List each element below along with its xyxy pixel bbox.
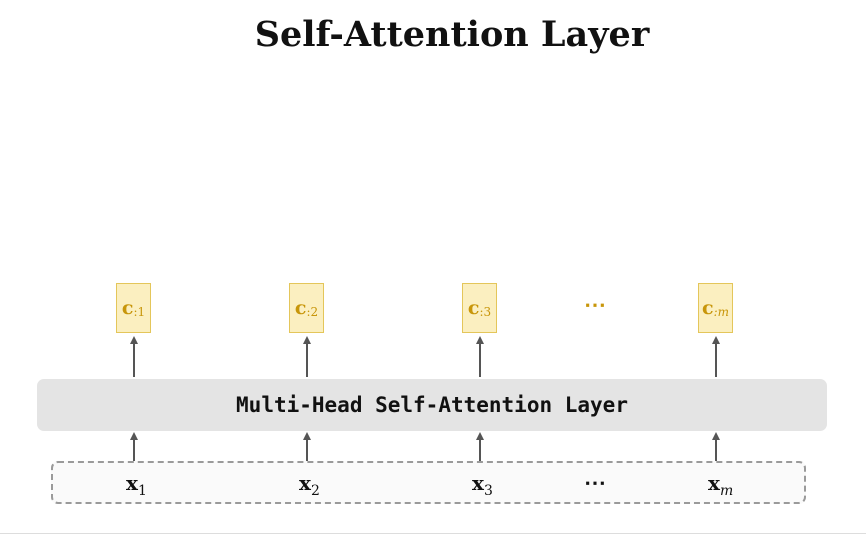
output-symbol: c bbox=[294, 297, 307, 319]
input-symbol: x bbox=[472, 471, 484, 495]
input-sequence-frame bbox=[51, 461, 806, 504]
input-symbol: x bbox=[126, 471, 138, 495]
input-subscript: 2 bbox=[310, 483, 320, 499]
output-symbol: c bbox=[121, 297, 134, 319]
input-subscript: m bbox=[719, 483, 734, 499]
output-symbol: c bbox=[702, 297, 714, 319]
output-subscript: :1 bbox=[133, 305, 146, 319]
output-subscript: :2 bbox=[306, 305, 319, 319]
multi-head-self-attention-layer: Multi-Head Self-Attention Layer bbox=[37, 379, 827, 431]
output-box-cm: c:m bbox=[698, 283, 733, 333]
input-subscript: 1 bbox=[137, 483, 147, 499]
input-subscript: 3 bbox=[483, 483, 493, 499]
diagram-title: Self-Attention Layer bbox=[254, 14, 650, 55]
input-x1: x1 bbox=[126, 471, 147, 499]
input-x2: x2 bbox=[299, 471, 320, 499]
output-box-c1: c:1 bbox=[116, 283, 151, 333]
output-ellipsis: ⋯ bbox=[584, 292, 608, 318]
input-x3: x3 bbox=[472, 471, 493, 499]
input-ellipsis: ⋯ bbox=[584, 470, 608, 496]
output-subscript: :3 bbox=[479, 305, 492, 319]
output-box-c3: c:3 bbox=[462, 283, 497, 333]
layer-label: Multi-Head Self-Attention Layer bbox=[236, 393, 628, 417]
input-symbol: x bbox=[708, 471, 720, 495]
input-symbol: x bbox=[299, 471, 311, 495]
output-symbol: c bbox=[467, 297, 480, 319]
divider bbox=[0, 533, 866, 534]
output-subscript: :m bbox=[713, 305, 729, 319]
input-xm: xm bbox=[708, 471, 733, 499]
output-box-c2: c:2 bbox=[289, 283, 324, 333]
